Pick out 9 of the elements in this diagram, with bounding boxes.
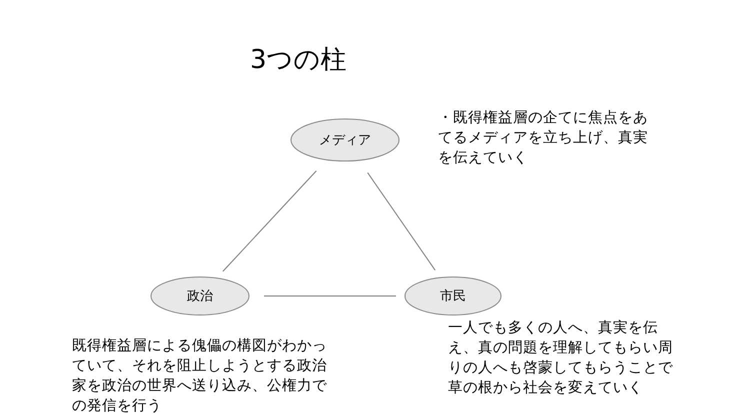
title: 3つの柱 xyxy=(250,44,347,77)
ellipse-node: 市民 xyxy=(404,276,502,316)
description-text: 既得権益層による傀儡の構図がわかっていて、それを阻止しようとする政治家を政治の世界へ送り込み、公権力での発信を行う xyxy=(72,337,328,414)
connector-line xyxy=(222,170,317,272)
description-text: ・既得権益層の企てに焦点をあてるメディアを立ち上げ、真実を伝えていく xyxy=(438,109,649,168)
ellipse-node: メディア xyxy=(290,118,400,162)
connector-line xyxy=(367,172,436,271)
description-text: 一人でも多くの人へ、真実を伝え、真の問題を理解してもらい周りの人へも啓蒙してもらうことで草の根から社会を変えていく xyxy=(448,318,674,398)
ellipse-node: 政治 xyxy=(150,276,250,316)
